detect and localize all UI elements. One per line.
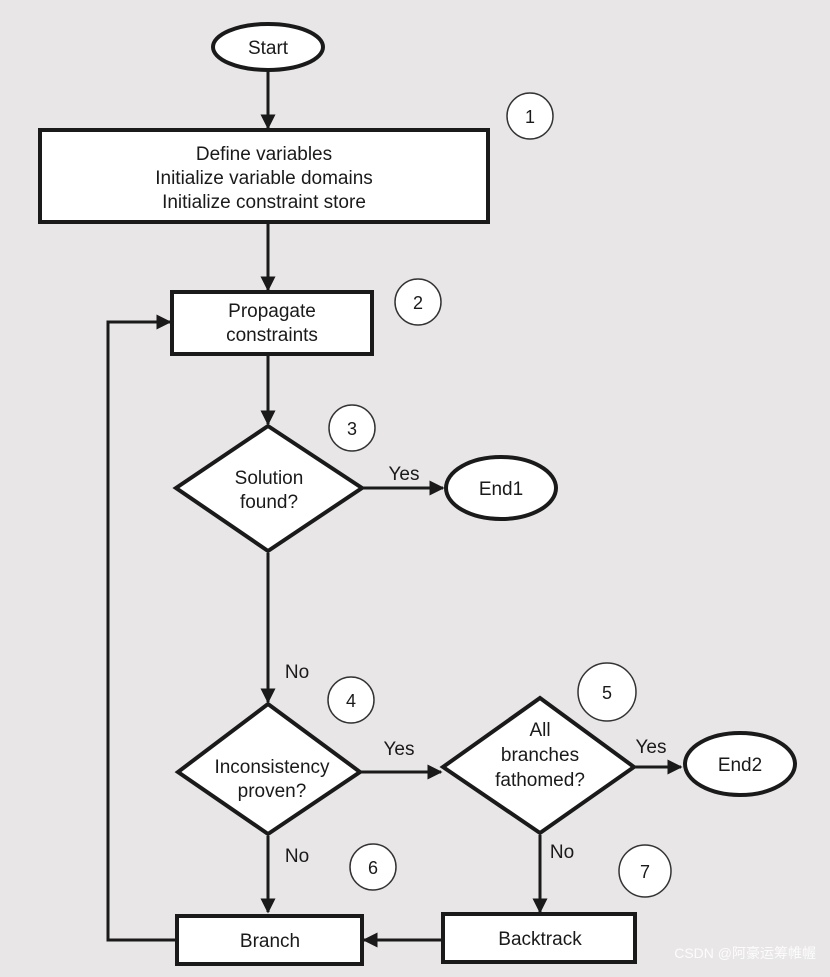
fathomed-line-1: All [529,720,550,741]
define-line-1: Define variables [196,144,332,165]
end2-label: End2 [718,755,762,776]
step-badge-6-label: 6 [368,858,378,878]
step-badge-4: 4 [327,676,375,724]
branch-label: Branch [240,931,300,952]
edge-branch-loop-propagate [106,314,175,942]
solution-line-1: Solution [235,468,304,489]
step-badge-7-label: 7 [640,862,650,882]
node-propagate: Propagate constraints [170,290,374,356]
watermark-text: CSDN @阿豪运筹帷幄 [674,945,816,961]
node-end1: End1 [444,455,558,521]
fathomed-no-label: No [550,842,574,863]
end1-label: End1 [479,479,523,500]
step-badge-5: 5 [577,662,637,722]
step-badge-3: 3 [328,404,376,452]
solution-yes-label: Yes [389,464,420,485]
step-badge-7: 7 [618,844,672,898]
start-label: Start [248,38,289,59]
step-badge-2-label: 2 [413,293,423,313]
node-solution: Solution found? [172,423,366,554]
node-start: Start [211,22,325,72]
solution-line-2: found? [240,492,298,513]
inconsistency-yes-label: Yes [384,739,415,760]
inconsistency-line-2: proven? [238,781,307,802]
node-define: Define variables Initialize variable dom… [38,128,490,224]
solution-no-label: No [285,662,309,683]
fathomed-line-2: branches [501,745,579,766]
propagate-line-2: constraints [226,325,318,346]
propagate-line-1: Propagate [228,301,316,322]
define-line-3: Initialize constraint store [162,192,366,213]
backtrack-label: Backtrack [498,929,582,950]
fathomed-line-3: fathomed? [495,770,585,791]
step-badge-1-label: 1 [525,107,535,127]
fathomed-yes-label: Yes [636,737,667,758]
node-backtrack: Backtrack [441,912,637,964]
edges [106,70,683,948]
step-badge-6: 6 [349,843,397,891]
step-badge-5-label: 5 [602,683,612,703]
step-badge-3-label: 3 [347,419,357,439]
step-badge-4-label: 4 [346,691,356,711]
inconsistency-line-1: Inconsistency [214,757,330,778]
node-fathomed: All branches fathomed? [439,695,638,836]
node-inconsistency: Inconsistency proven? [174,701,364,837]
step-badge-1: 1 [506,92,554,140]
node-branch: Branch [175,914,364,966]
define-line-2: Initialize variable domains [155,168,373,189]
step-badge-2: 2 [394,278,442,326]
inconsistency-no-label: No [285,846,309,867]
node-end2: End2 [683,731,797,797]
